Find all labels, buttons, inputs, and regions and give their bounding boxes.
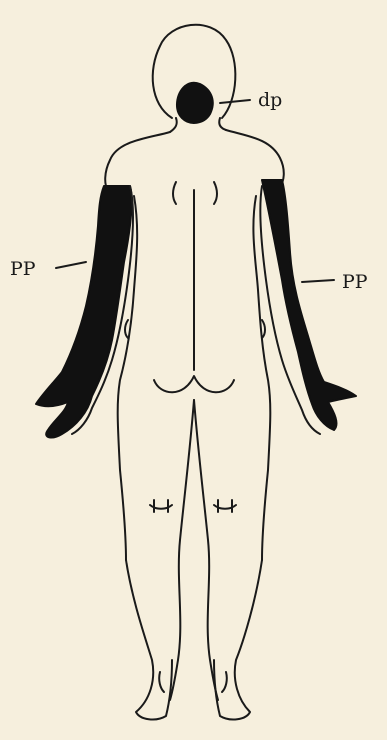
left-ankle-mark — [159, 672, 164, 692]
neck-label-leader — [220, 100, 250, 103]
label-pp-left: PP — [10, 260, 36, 279]
label-dp: dp — [258, 91, 282, 110]
label-pp-right: PP — [342, 273, 368, 292]
left-scapula — [173, 182, 176, 204]
left-elbow-mark — [125, 320, 128, 338]
right-knee-mark — [214, 500, 236, 512]
right-leg-outer — [214, 560, 262, 719]
right-leg-inner — [194, 400, 218, 700]
right-ankle-mark — [222, 672, 227, 692]
buttocks-outline — [154, 376, 234, 392]
left-leg-inner — [170, 400, 194, 700]
left-label-leader — [56, 262, 86, 268]
left-leg-outer — [126, 560, 172, 719]
neck-lesion-dp — [177, 83, 213, 123]
right-scapula — [214, 182, 217, 204]
left-knee-mark — [150, 500, 172, 512]
torso-outline — [105, 130, 284, 190]
right-arm-affected-pp — [262, 180, 356, 430]
right-label-leader — [302, 280, 334, 282]
